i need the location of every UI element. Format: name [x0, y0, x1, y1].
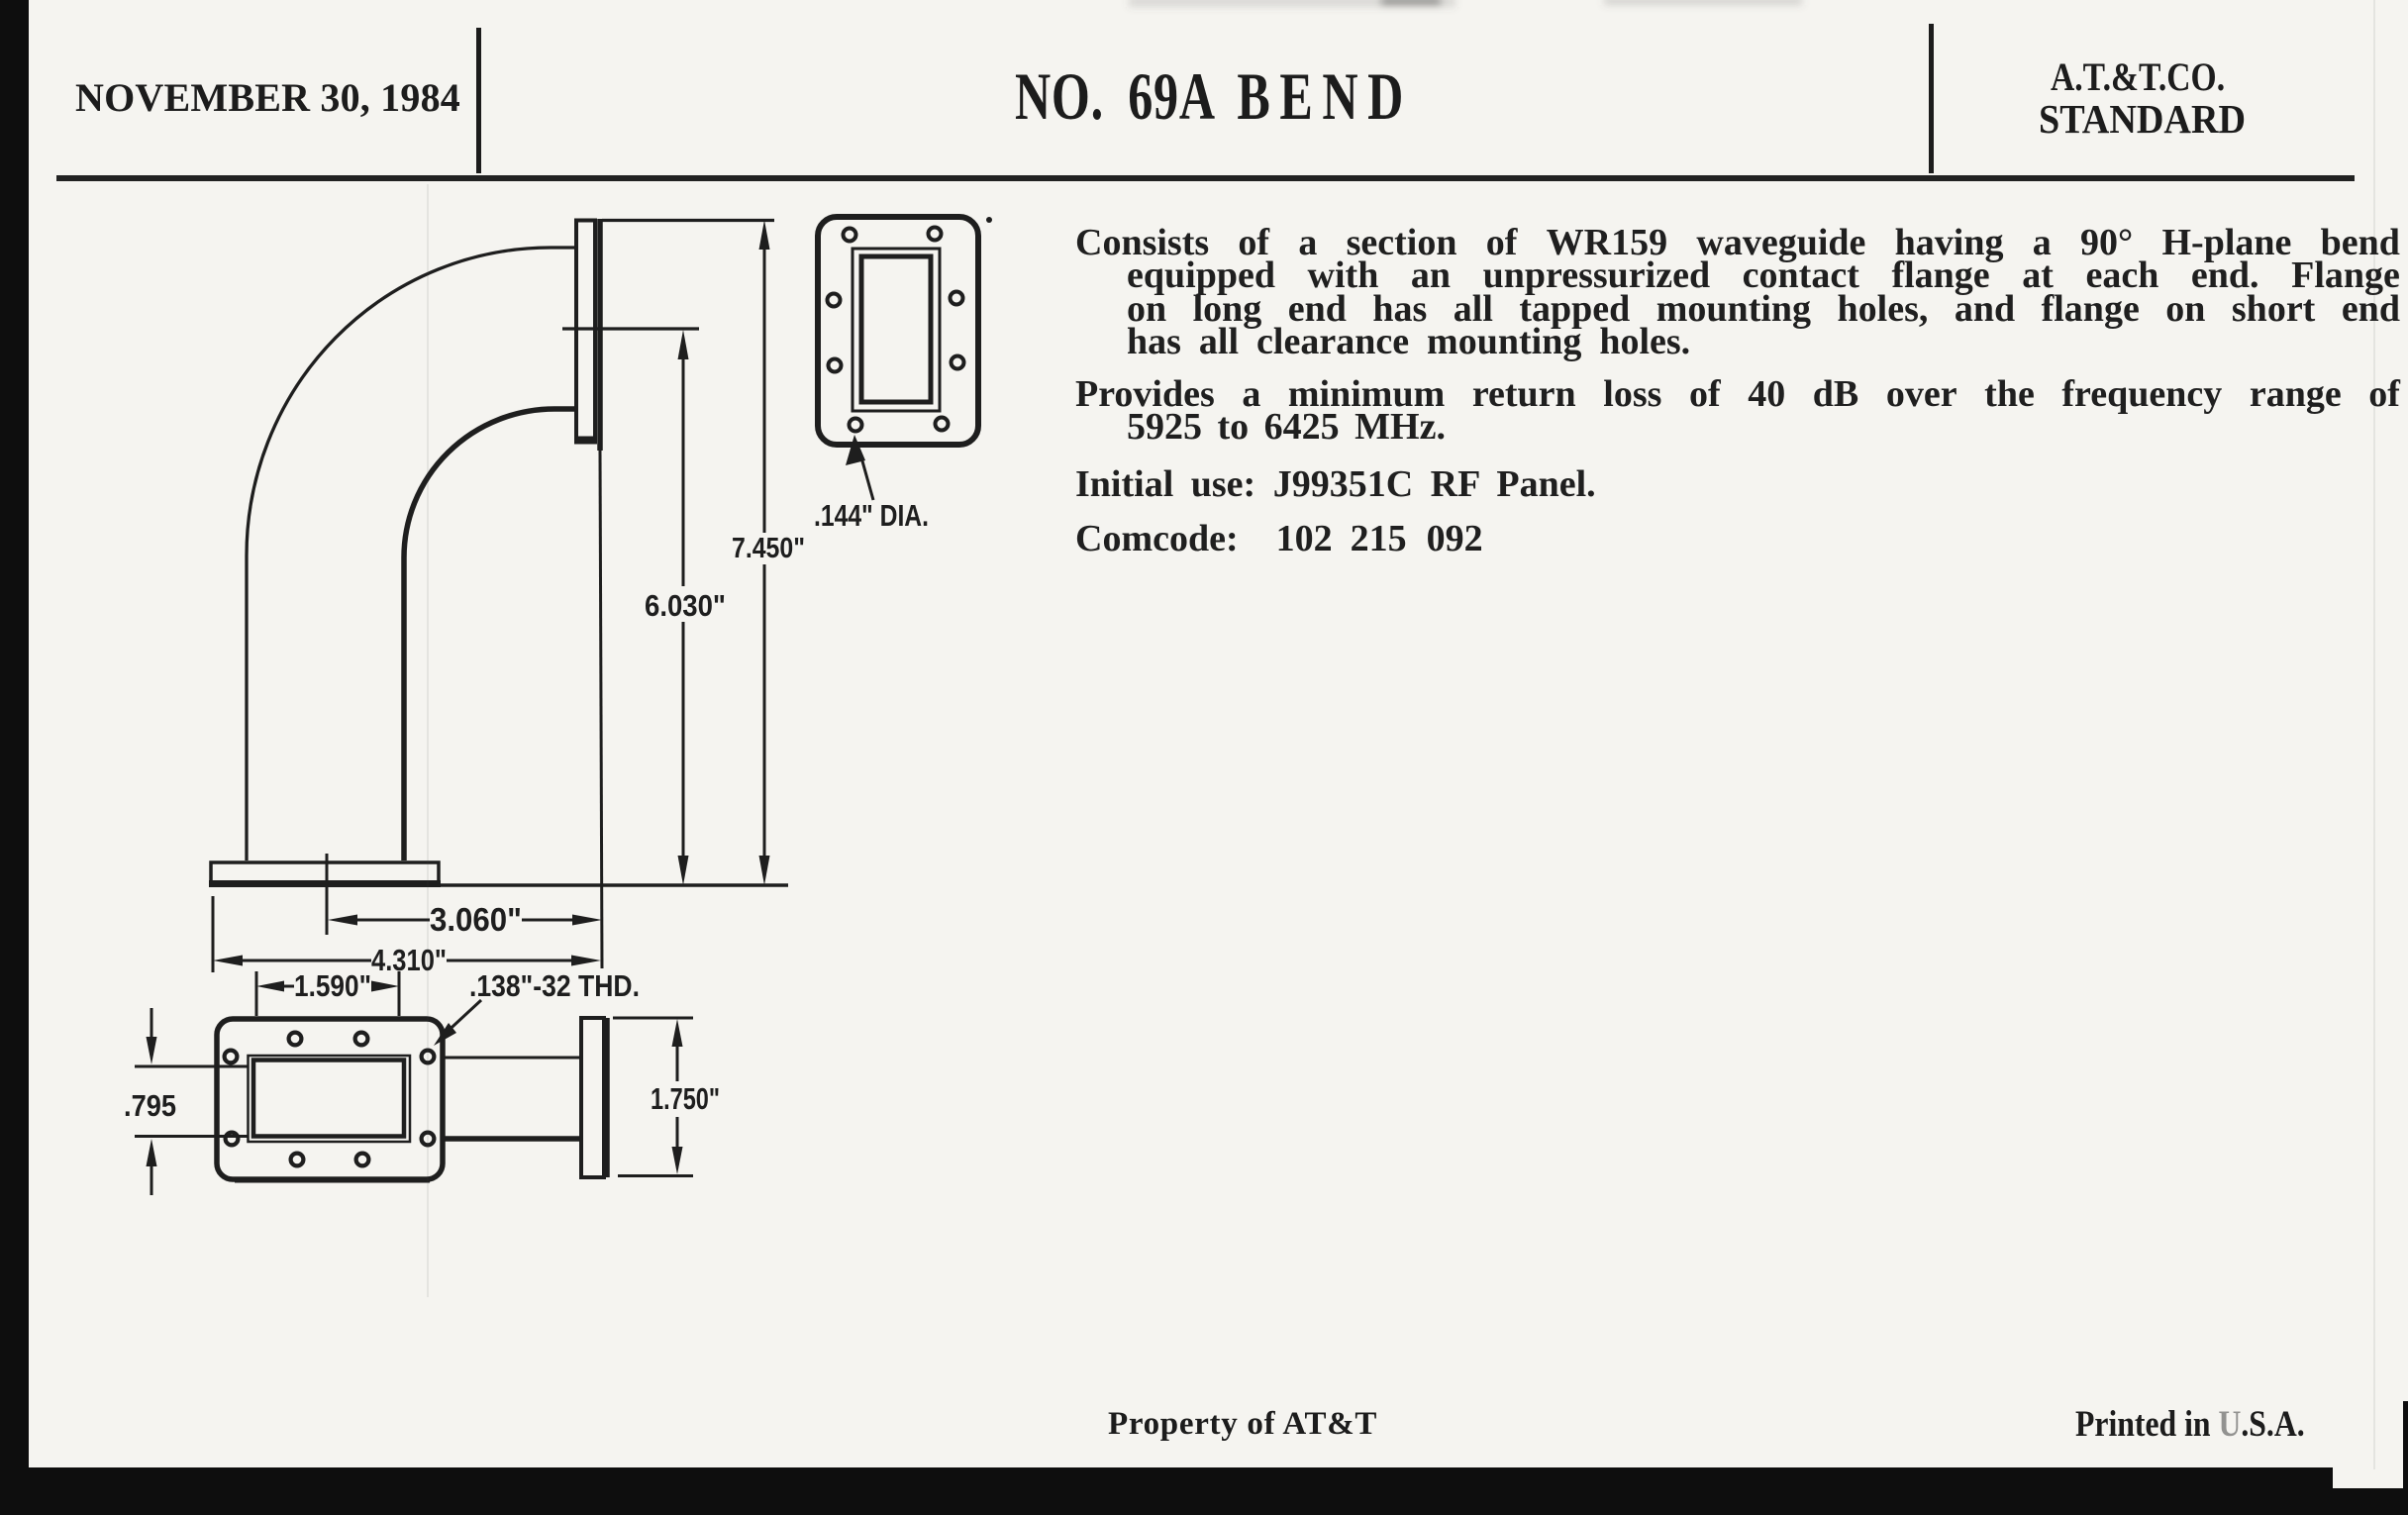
svg-text:.138"-32 THD.: .138"-32 THD. [469, 968, 640, 1003]
svg-text:6.030": 6.030" [645, 588, 726, 623]
svg-text:3.060": 3.060" [430, 901, 522, 938]
svg-text:4.310": 4.310" [371, 943, 447, 977]
svg-text:.795: .795 [124, 1088, 176, 1123]
svg-text:1.750": 1.750" [651, 1081, 720, 1116]
svg-text:.144" DIA.: .144" DIA. [814, 498, 929, 533]
svg-text:7.450": 7.450" [732, 533, 805, 564]
svg-text:1.590": 1.590" [294, 968, 371, 1003]
